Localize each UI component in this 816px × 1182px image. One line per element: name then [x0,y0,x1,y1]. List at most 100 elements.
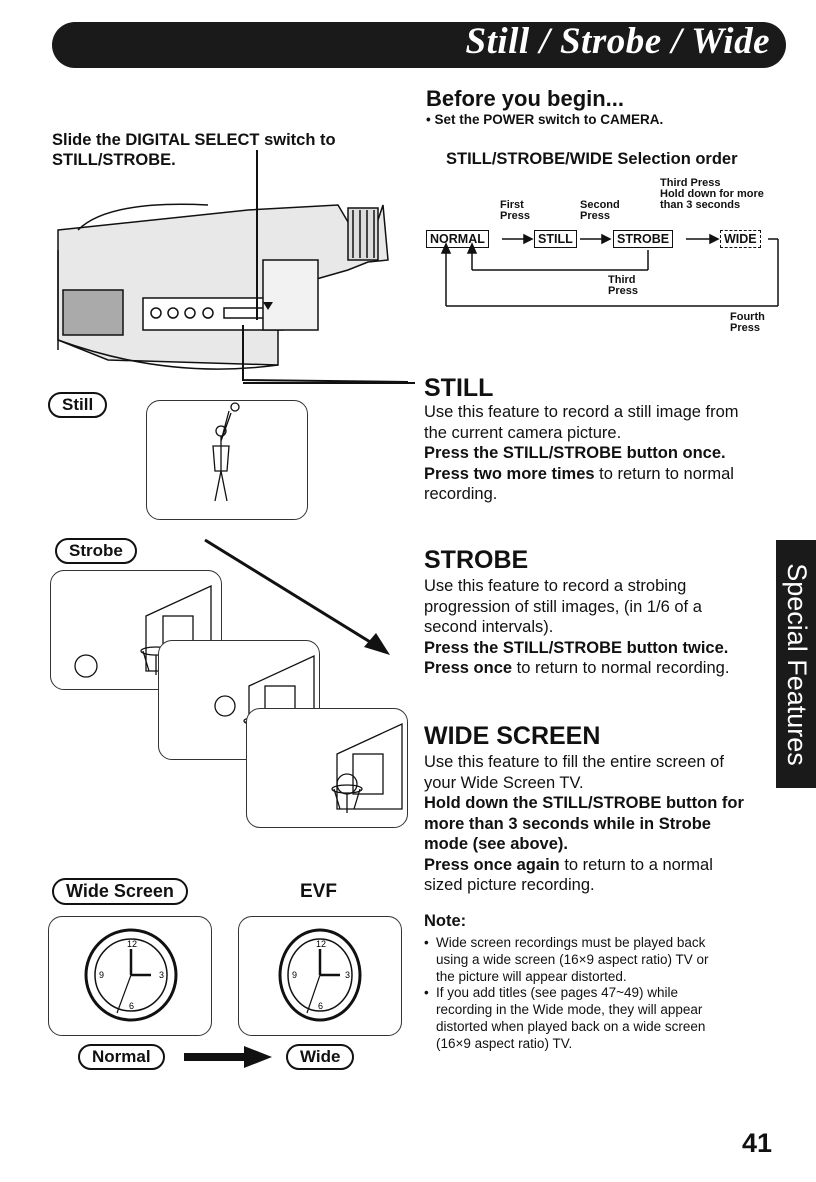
body-bold: Press once [424,659,513,677]
wide-label: Wide [286,1044,355,1070]
evf-label: EVF [300,881,337,902]
body-line: second intervals). [424,618,554,636]
wide-clock-frame: 12 3 6 9 [238,916,402,1036]
note-line: the picture will appear distorted. [436,968,627,984]
page-number: 41 [742,1128,773,1158]
wide-screen-label: Wide Screen [52,878,188,905]
body-line: Use this feature to fill the entire scre… [424,753,724,771]
mode-box-normal: NORMAL [426,230,489,248]
note-line: distorted when played back on a wide scr… [436,1018,706,1034]
body-line-bold: Press the STILL/STROBE button once. [424,444,726,462]
label-line: Press [608,285,638,297]
strobe-heading: STROBE [424,546,529,574]
clock-image-wide: 12 3 6 9 [278,928,362,1022]
label-line: than 3 seconds [660,199,741,211]
section-tab [776,540,816,788]
label-line: Second [580,199,620,211]
label-line: Third [608,274,636,286]
body-line-bold: Hold down the STILL/STROBE button for [424,794,744,812]
still-frame [146,400,308,520]
label-line: Press [580,210,610,222]
normal-to-wide-arrow [184,1046,272,1068]
body-line: Use this feature to record a strobing [424,577,687,595]
bullet-text: Set the POWER switch to CAMERA. [434,112,664,127]
section-tab-text: Special Features [776,540,816,788]
before-bullet: • Set the POWER switch to CAMERA. [426,112,663,127]
fourth-press-label: Fourth Press [730,312,765,334]
body-line: sized picture recording. [424,876,595,894]
strobe-arrow [204,538,390,655]
clock-number: 12 [316,939,326,949]
instruction-line: STILL/STROBE. [52,151,176,169]
body-line: Press once again to return to a normal [424,855,784,876]
strobe-frame-3 [246,708,408,828]
note-item: • If you add titles (see pages 47~49) wh… [424,985,774,1052]
label-line: First [500,199,524,211]
bullet-glyph: • [424,985,429,1001]
header-banner [52,22,786,68]
clock-number: 9 [292,970,297,980]
mode-box-still: STILL [534,230,577,248]
strobe-body: Use this feature to record a strobing pr… [424,576,774,679]
note-line: using a wide screen (16×9 aspect ratio) … [436,951,709,967]
label-line: Press [500,210,530,222]
still-heading: STILL [424,374,494,402]
note-item: • Wide screen recordings must be played … [424,935,774,985]
body-line: your Wide Screen TV. [424,773,584,792]
body-bold: Press two more times [424,464,595,483]
note-line: recording in the Wide mode, they will ap… [436,1002,703,1018]
pointer-line [243,382,415,384]
label-line: Third Press [660,177,721,189]
body-line: progression of still images, (in 1/6 of … [424,597,702,616]
body-line: Use this feature to record a still image… [424,403,739,421]
note-line: (16×9 aspect ratio) TV. [436,1035,573,1051]
note-list: • Wide screen recordings must be played … [424,935,774,1053]
selection-flow-arrows [440,233,779,307]
digital-select-instruction: Slide the DIGITAL SELECT switch to STILL… [52,130,336,170]
strobe-label: Strobe [55,538,137,564]
wide-screen-body: Use this feature to fill the entire scre… [424,752,784,896]
mode-box-wide: WIDE [720,230,761,248]
clock-number: 6 [318,1001,323,1011]
body-line: the current camera picture. [424,423,622,442]
body-bold: Press once again [424,855,560,874]
clock-number: 3 [159,970,164,980]
note-line: Wide screen recordings must be played ba… [436,935,706,950]
before-heading: Before you begin... [426,86,625,111]
bullet-glyph: • [426,112,435,127]
clock-number: 6 [129,1001,134,1011]
body-line: Press two more times to return to normal [424,464,774,485]
body-text: to return to a normal [559,855,713,874]
strobe-frame-2 [158,640,320,760]
body-line: Press once to return to normal recording… [424,658,774,679]
still-body: Use this feature to record a still image… [424,402,774,505]
instruction-line: Slide the DIGITAL SELECT switch to [52,131,336,149]
basketball-player-image [212,402,240,502]
note-heading: Note: [424,912,467,930]
label-line: Hold down for more [660,188,764,200]
body-line-bold: mode (see above). [424,835,568,853]
body-line-bold: more than 3 seconds while in Strobe [424,814,711,833]
third-press-label: Third Press Hold down for more than 3 se… [660,178,764,211]
clock-number: 9 [99,970,104,980]
label-line: Fourth [730,311,765,323]
page-title: Still / Strobe / Wide [465,21,770,62]
body-line: recording. [424,485,498,503]
wide-screen-heading: WIDE SCREEN [424,722,601,750]
body-line-bold: Press the STILL/STROBE button twice. [424,638,729,657]
label-line: Press [730,322,760,334]
selection-order-title: STILL/STROBE/WIDE Selection order [446,150,738,168]
bullet-glyph: • [424,935,429,950]
mode-box-strobe: STROBE [613,230,674,248]
clock-number: 12 [127,939,137,949]
body-text: to return to normal recording. [512,659,730,677]
second-press-label: Second Press [580,200,620,222]
clock-image-normal: 12 3 6 9 [84,928,178,1022]
body-text: to return to normal [594,464,734,483]
section-tab-label: Special Features [781,562,812,766]
third-loop-label: Third Press [608,275,638,297]
first-press-label: First Press [500,200,530,222]
clock-number: 3 [345,970,350,980]
camcorder-illustration [57,150,409,383]
normal-clock-frame: 12 3 6 9 [48,916,212,1036]
